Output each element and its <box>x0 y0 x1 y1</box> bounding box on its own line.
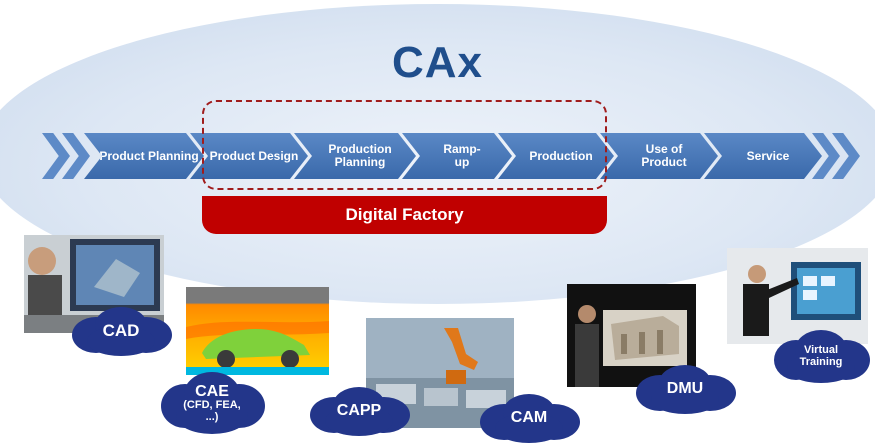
step-service: Service <box>704 133 822 179</box>
virtual-training-cloud: Virtual Training <box>770 328 872 384</box>
dmu-label: DMU <box>666 380 704 397</box>
cad-label: CAD <box>102 321 140 340</box>
step-label: Product Design <box>209 148 299 163</box>
virtual-training-photo <box>727 248 868 344</box>
cae-label: CAE <box>195 382 229 400</box>
cam-cloud: CAM <box>474 392 584 444</box>
cloud-shape <box>636 365 736 414</box>
step-product-design: Product Design <box>190 133 308 179</box>
cloud-shape <box>774 330 870 383</box>
step-label: Service <box>746 148 790 163</box>
step-production-planning: Production Planning <box>294 133 416 179</box>
cam-label: CAM <box>510 409 548 426</box>
virtual-training-photo-illustration <box>727 248 868 344</box>
digital-factory-frame <box>202 100 607 190</box>
step-label: Ramp-up <box>443 142 481 169</box>
step-label: Production Planning <box>328 142 392 169</box>
cloud-shape <box>72 307 172 356</box>
cae-sublabel: (CFD, FEA, ...) <box>183 398 241 423</box>
cae-cloud: CAE (CFD, FEA, ...) <box>157 370 267 436</box>
step-label: Use of Product <box>641 142 687 169</box>
dmu-cloud: DMU <box>630 363 740 415</box>
step-ramp-up: Ramp-up <box>402 133 512 179</box>
digital-factory-label: Digital Factory <box>202 196 607 234</box>
step-use-of-product: Use of Product <box>600 133 718 179</box>
step-label: Product Planning <box>99 148 199 163</box>
virtual-training-label: Virtual Training <box>799 344 843 368</box>
step-production: Production <box>498 133 614 179</box>
cloud-shape <box>310 387 410 436</box>
cae-photo-illustration <box>186 287 329 375</box>
diagram-title: CAx <box>391 38 484 87</box>
cloud-shape <box>161 372 265 434</box>
cae-photo <box>186 287 329 375</box>
step-label: Production <box>529 148 593 163</box>
cloud-shape <box>480 394 580 443</box>
capp-label: CAPP <box>336 402 382 419</box>
step-product-planning: Product Planning <box>84 133 204 179</box>
capp-cloud: CAPP <box>304 385 414 437</box>
cad-cloud: CAD <box>66 305 176 357</box>
